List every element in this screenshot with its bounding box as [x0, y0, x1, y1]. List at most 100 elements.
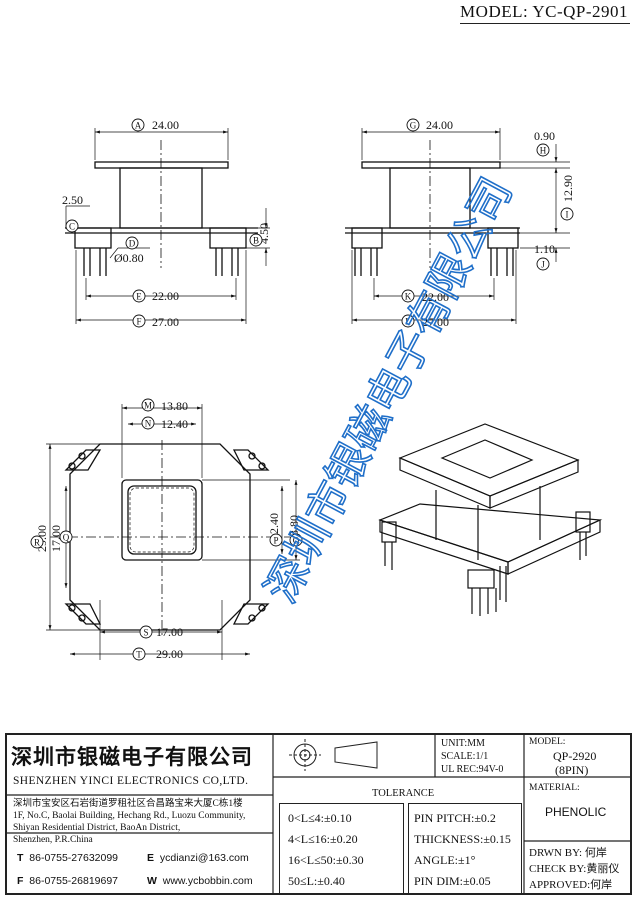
tolerance-pin-pitch: PIN PITCH:±0.2 — [414, 811, 496, 825]
callout-r: R — [30, 535, 44, 549]
address-en-line-2: Shiyan Residential District, BaoAn Distr… — [13, 823, 181, 833]
ul-text: UL REC:94V-0 — [441, 764, 504, 775]
svg-text:P: P — [273, 536, 278, 546]
svg-text:H: H — [540, 146, 547, 156]
dim-s-value: 17.00 — [156, 625, 183, 639]
approved-by: APPROVED:何岸 — [529, 879, 613, 891]
title-block: 深圳市银磁电子有限公司 SHENZHEN YINCI ELECTRONICS C… — [5, 733, 632, 895]
tolerance-length-4: 50≤L:±0.40 — [288, 874, 345, 888]
svg-text:G: G — [410, 121, 417, 131]
watermark: 深圳市银磁电子有限公司 — [255, 169, 523, 612]
unit-text: UNIT:MM — [441, 738, 485, 749]
callout-b: B — [249, 233, 263, 247]
address-en-line-3: Shenzhen, P.R.China — [13, 835, 93, 845]
dim-h-value: 0.90 — [534, 129, 555, 143]
svg-text:F: F — [136, 317, 141, 327]
tel-row: T 86-0755-27632099 — [17, 852, 118, 864]
dim-e-value: 22.00 — [152, 289, 179, 303]
svg-text:M: M — [144, 401, 152, 411]
fax-label: F — [17, 875, 24, 887]
tolerance-length-box: 0<L≤4:±0.10 4<L≤16:±0.20 16<L≤50:±0.30 5… — [279, 803, 404, 895]
dim-k-value: 22.00 — [422, 290, 449, 304]
svg-text:R: R — [34, 538, 40, 548]
svg-text:T: T — [136, 650, 142, 660]
callout-t: T — [132, 647, 146, 661]
dim-i-value: 12.90 — [561, 175, 575, 202]
svg-text:K: K — [405, 292, 412, 302]
tolerance-pin-dim: PIN DIM:±0.05 — [414, 874, 491, 888]
top-view — [46, 404, 300, 660]
svg-text:N: N — [145, 419, 152, 429]
model-value: QP-2920 — [553, 749, 597, 763]
svg-text:B: B — [253, 236, 259, 246]
tel-label: T — [17, 852, 24, 864]
dim-d-value: Ø0.80 — [114, 251, 144, 265]
spec-block: UNIT:MM SCALE:1/1 UL REC:94V-0 — [441, 737, 503, 776]
drawn-by: DRWN BY: 何岸 — [529, 847, 607, 859]
callout-k: K — [401, 289, 415, 303]
web-row[interactable]: W www.ycbobbin.com — [147, 875, 253, 887]
model-pins: (8PIN) — [555, 763, 589, 777]
dim-m-value: 13.80 — [161, 399, 188, 413]
material-label: MATERIAL: — [529, 783, 580, 793]
svg-text:S: S — [143, 628, 148, 638]
isometric-view — [378, 423, 603, 616]
callout-q: Q — [59, 530, 73, 544]
address-cn: 深圳市宝安区石岩街道罗租社区合昌路宝来大厦C栋1楼 — [13, 799, 243, 809]
callout-f: F — [132, 314, 146, 328]
dim-a-value: 24.00 — [152, 118, 179, 132]
tolerance-length-2: 4<L≤16:±0.20 — [288, 832, 358, 846]
dim-l-value: 27.00 — [422, 315, 449, 329]
tolerance-misc-box: PIN PITCH:±0.2 THICKNESS:±0.15 ANGLE:±1°… — [408, 803, 522, 895]
email-label: E — [147, 852, 155, 864]
callout-p: P — [269, 533, 283, 547]
scale-text: SCALE:1/1 — [441, 751, 489, 762]
svg-text:O: O — [293, 536, 300, 546]
projection-symbol-icon — [289, 739, 378, 771]
email-row[interactable]: E ycdianzi@163.com — [147, 852, 249, 864]
tolerance-length-1: 0<L≤4:±0.10 — [288, 811, 352, 825]
dim-q-value: 17.00 — [49, 525, 63, 552]
dim-j-value: 1.10 — [534, 242, 555, 256]
fax-row: F 86-0755-26819697 — [17, 875, 118, 887]
title-block-grid — [5, 733, 632, 895]
company-name-cn: 深圳市银磁电子有限公司 — [11, 745, 253, 769]
tolerance-angle: ANGLE:±1° — [414, 853, 476, 867]
callout-l: L — [401, 314, 415, 328]
svg-text:Q: Q — [63, 533, 70, 543]
callout-m: M — [141, 398, 155, 412]
svg-text:I: I — [566, 210, 569, 220]
svg-text:J: J — [541, 260, 545, 270]
callout-i: I — [560, 207, 574, 221]
web-label: W — [147, 875, 157, 887]
address-en-line-1: 1F, No.C, Baolai Building, Hechang Rd., … — [13, 811, 246, 821]
callout-g: G — [406, 118, 420, 132]
dim-g-value: 24.00 — [426, 118, 453, 132]
svg-text:A: A — [135, 121, 142, 131]
checked-by: CHECK BY:黄丽仪 — [529, 863, 620, 875]
svg-text:L: L — [405, 317, 411, 327]
callout-d: D — [125, 236, 139, 250]
fax-value: 86-0755-26819697 — [29, 875, 119, 887]
callout-o: O — [289, 533, 303, 547]
tel-value: 86-0755-27632099 — [29, 852, 119, 864]
side-view — [345, 128, 570, 324]
callout-h: H — [536, 143, 550, 157]
web-value[interactable]: www.ycbobbin.com — [162, 875, 253, 887]
tolerance-length-3: 16<L≤50:±0.30 — [288, 853, 364, 867]
svg-text:深圳市银磁电子有限公司: 深圳市银磁电子有限公司 — [256, 170, 522, 611]
email-value[interactable]: ycdianzi@163.com — [159, 852, 249, 864]
callout-a: A — [131, 118, 145, 132]
approval-block: DRWN BY: 何岸 CHECK BY:黄丽仪 APPROVED:何岸 — [529, 845, 619, 893]
model-title: MODEL: YC-QP-2901 — [460, 2, 630, 24]
callout-s: S — [139, 625, 153, 639]
dim-p-value: 12.40 — [267, 513, 281, 540]
callout-j: J — [536, 257, 550, 271]
callout-e: E — [132, 289, 146, 303]
dim-n-value: 12.40 — [161, 417, 188, 431]
tolerance-title: TOLERANCE — [372, 788, 435, 799]
model-label: MODEL: — [529, 737, 566, 747]
svg-text:D: D — [129, 239, 136, 249]
technical-drawing: 24.00 4.50 2.50 Ø0.80 22.00 27.00 24.00 … — [30, 118, 603, 661]
